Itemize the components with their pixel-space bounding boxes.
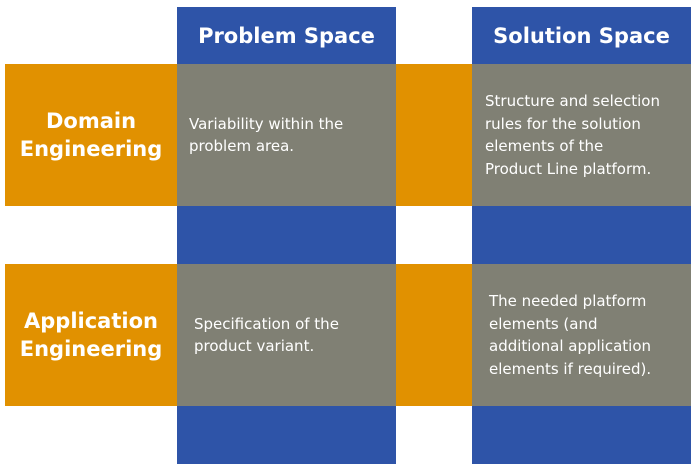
row-header-application-engineering: Application Engineering [5,264,177,406]
row-header-domain-engineering-label: Domain Engineering [19,108,163,161]
cell-application-problem: Specification of the product variant. [177,264,396,406]
column-header-problem-space-label: Problem Space [198,23,375,48]
column-header-problem-space: Problem Space [177,7,396,64]
column-header-solution-space: Solution Space [472,7,691,64]
row-header-domain-engineering: Domain Engineering [5,64,177,206]
solution-space-band-1 [472,206,691,264]
cell-application-solution: The needed platform elements (and additi… [472,264,691,406]
row-header-application-engineering-label: Application Engineering [19,308,163,361]
cell-domain-solution: Structure and selection rules for the so… [472,64,691,206]
cell-application-problem-text: Specification of the product variant. [194,314,339,356]
cell-domain-problem: Variability within the problem area. [177,64,396,206]
column-header-solution-space-label: Solution Space [493,23,670,48]
row-band-application-engineering [396,264,472,406]
cell-domain-problem-text: Variability within the problem area. [189,114,344,156]
problem-space-band-2 [177,406,396,464]
problem-space-band-1 [177,206,396,264]
row-band-domain-engineering [396,64,472,206]
solution-space-band-2 [472,406,691,464]
cell-domain-solution-text: Structure and selection rules for the so… [485,92,660,178]
cell-application-solution-text: The needed platform elements (and additi… [489,292,652,378]
